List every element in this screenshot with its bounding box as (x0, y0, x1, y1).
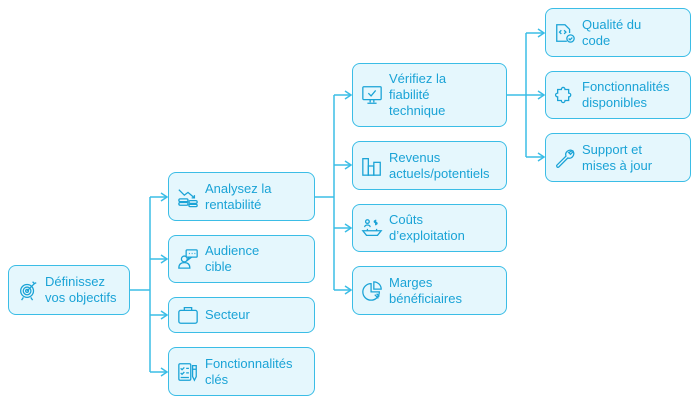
money-trend-icon (177, 186, 199, 208)
node-label: Fonctionnalités disponibles (582, 79, 670, 110)
node-qualite-code[interactable]: Qualité du code (545, 8, 691, 57)
node-marges-beneficiaires[interactable]: Marges bénéficiaires (352, 266, 507, 315)
node-label: Coûts d’exploitation (389, 212, 465, 243)
node-couts-exploitation[interactable]: Coûts d’exploitation (352, 204, 507, 252)
node-label: Revenus actuels/potentiels (389, 149, 490, 181)
node-label: Secteur (205, 307, 250, 322)
wrench-icon (554, 147, 576, 169)
node-label: Définissez vos objectifs (45, 274, 117, 305)
target-icon (17, 279, 39, 301)
node-support-mises-a-jour[interactable]: Support et mises à jour (545, 133, 691, 182)
user-chat-icon (177, 248, 199, 270)
node-label: Vérifiez la fiabilité technique (389, 71, 447, 118)
node-label: Marges bénéficiaires (389, 274, 462, 306)
code-check-icon (554, 22, 576, 44)
node-definissez-objectifs[interactable]: Définissez vos objectifs (8, 265, 130, 315)
cost-people-icon (361, 217, 383, 239)
node-label: Qualité du code (582, 16, 642, 48)
puzzle-icon (554, 84, 576, 106)
node-label: Fonctionnalités clés (205, 355, 293, 387)
node-fonctionnalites-cles[interactable]: Fonctionnalités clés (168, 347, 315, 396)
node-analysez-rentabilite[interactable]: Analysez la rentabilité (168, 172, 315, 221)
node-label: Audience cible (205, 243, 260, 274)
monitor-check-icon (361, 84, 383, 106)
pie-chart-icon (361, 280, 383, 302)
node-verifiez-fiabilite[interactable]: Vérifiez la fiabilité technique (352, 63, 507, 127)
node-revenus[interactable]: Revenus actuels/potentiels (352, 141, 507, 190)
node-secteur[interactable]: Secteur (168, 297, 315, 333)
checklist-pen-icon (177, 361, 199, 383)
node-fonctionnalites-disponibles[interactable]: Fonctionnalités disponibles (545, 71, 691, 119)
node-label: Analysez la rentabilité (205, 180, 272, 212)
node-label: Support et mises à jour (582, 141, 653, 173)
briefcase-icon (177, 304, 199, 326)
bar-chart-icon (361, 155, 383, 177)
node-audience-cible[interactable]: Audience cible (168, 235, 315, 283)
